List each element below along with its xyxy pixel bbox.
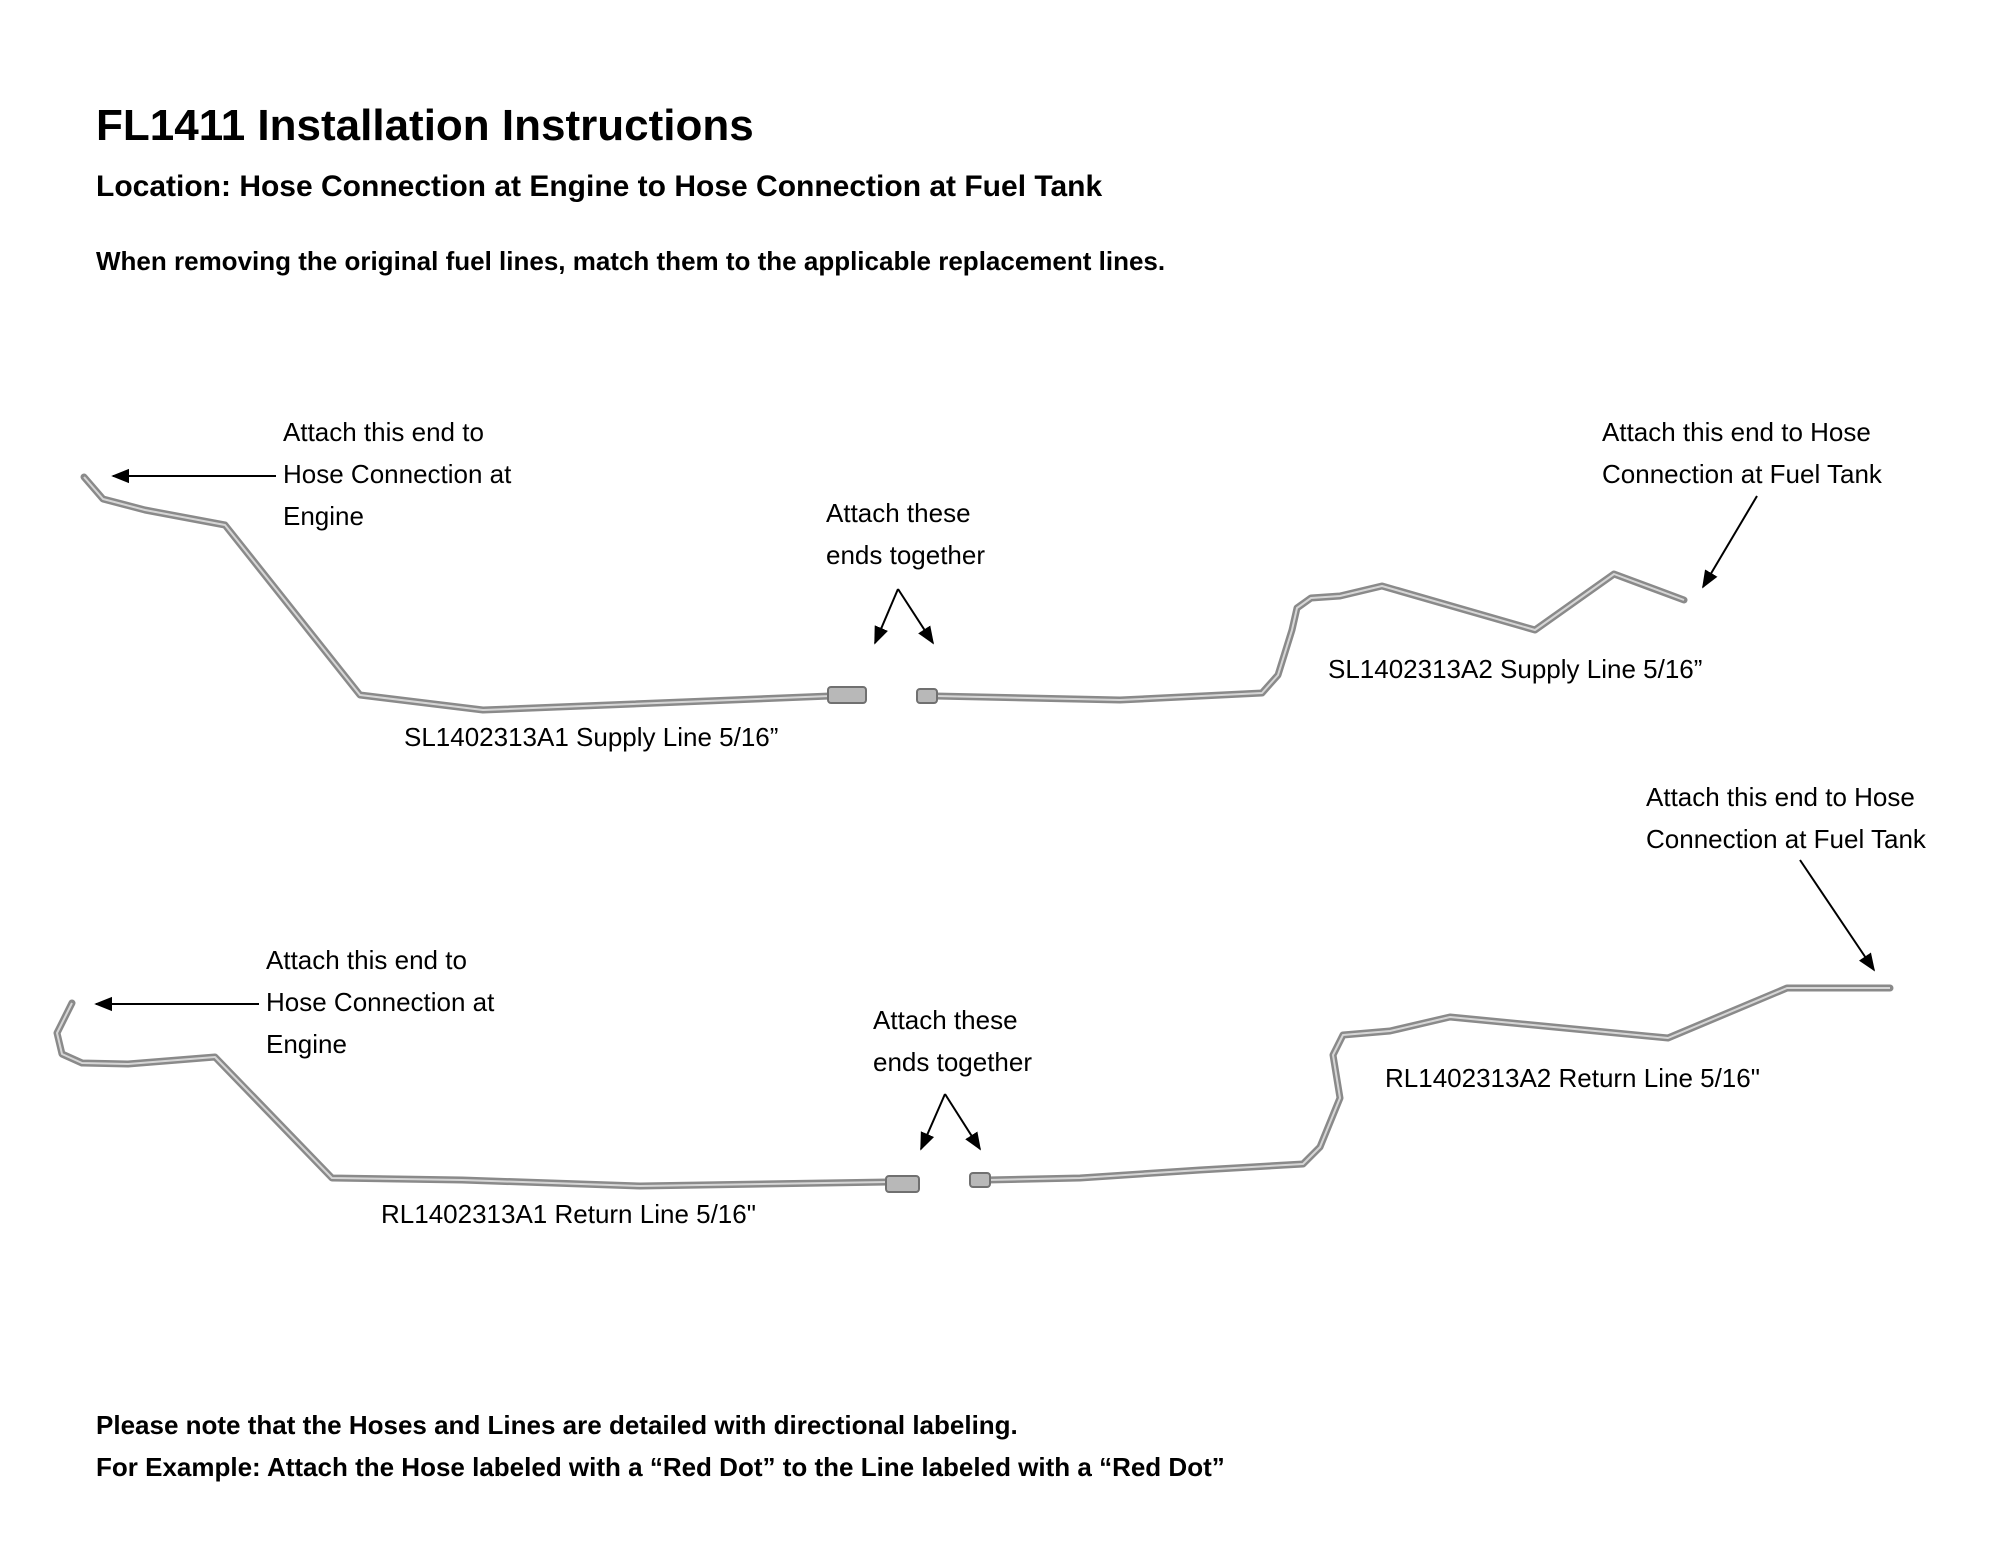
footer-note-example: For Example: Attach the Hose labeled wit… [96,1452,1225,1482]
supply-join-label: Attach these ends together [826,492,985,576]
return-engine-label-line-1: Attach this end to [266,945,467,975]
return-a2-part-number: RL1402313A2 Return Line 5/16" [1385,1063,1760,1093]
supply-join-arrow-right [897,588,934,645]
supply-tank-label-line-1: Attach this end to Hose [1602,417,1871,447]
page-title: FL1411 Installation Instructions [96,101,754,150]
supply-engine-label: Attach this end to Hose Connection at En… [283,411,511,537]
supply-engine-label-line-3: Engine [283,501,364,531]
supply-tank-label-line-2: Connection at Fuel Tank [1602,459,1882,489]
return-engine-label-line-2: Hose Connection at [266,987,495,1017]
return-join-label: Attach these ends together [873,999,1032,1083]
location-subtitle: Location: Hose Connection at Engine to H… [96,170,1103,203]
return-line-a1 [53,999,920,1193]
return-a1-fitting [885,1175,920,1193]
return-join-arrow-left [920,1093,946,1151]
return-engine-label: Attach this end to Hose Connection at En… [266,939,494,1065]
return-engine-label-line-3: Engine [266,1029,347,1059]
return-line-a2 [969,984,1894,1188]
supply-engine-label-line-1: Attach this end to [283,417,484,447]
supply-join-label-line-1: Attach these [826,498,971,528]
supply-engine-label-line-2: Hose Connection at [283,459,512,489]
return-tank-label-line-1: Attach this end to Hose [1646,782,1915,812]
supply-join-label-line-2: ends together [826,540,986,570]
footer-note-directional: Please note that the Hoses and Lines are… [96,1410,1018,1440]
supply-line-a2 [916,570,1688,704]
return-join-arrow-right [944,1093,981,1151]
supply-a1-part-number: SL1402313A1 Supply Line 5/16” [404,722,779,752]
removal-instruction: When removing the original fuel lines, m… [96,246,1166,276]
return-join-label-line-2: ends together [873,1047,1033,1077]
return-join-label-line-1: Attach these [873,1005,1018,1035]
supply-a1-fitting [827,686,867,704]
return-tank-arrow [1799,859,1876,972]
supply-line-a1 [80,473,867,714]
supply-a2-fitting [916,688,938,704]
return-a1-part-number: RL1402313A1 Return Line 5/16" [381,1199,756,1229]
supply-tank-arrow [1702,495,1758,589]
return-tank-label-line-2: Connection at Fuel Tank [1646,824,1926,854]
supply-tank-label: Attach this end to Hose Connection at Fu… [1602,411,1882,495]
supply-join-arrow-left [874,588,899,645]
return-tank-label: Attach this end to Hose Connection at Fu… [1646,776,1926,860]
return-a2-fitting [969,1172,991,1188]
supply-a2-part-number: SL1402313A2 Supply Line 5/16” [1328,654,1703,684]
